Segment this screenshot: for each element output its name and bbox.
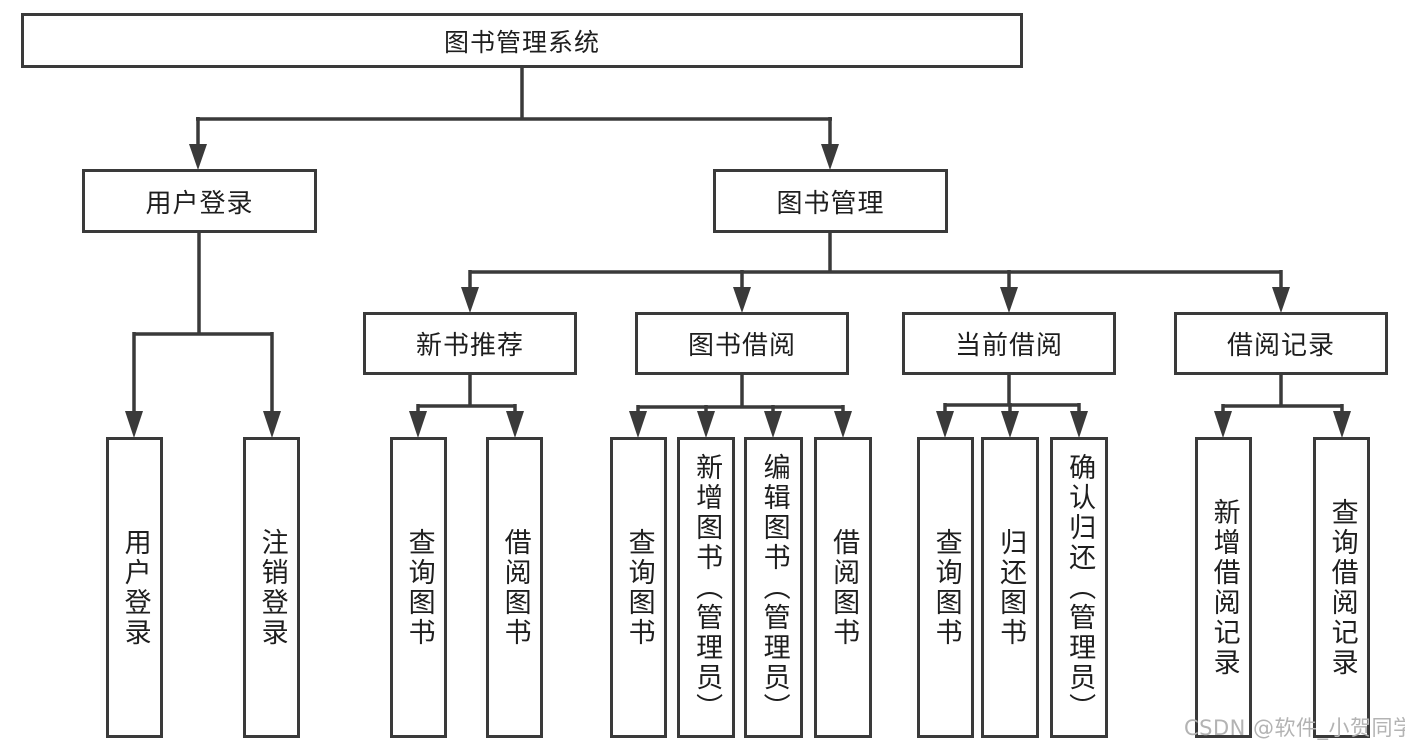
node-label: 查询图书 bbox=[403, 527, 435, 648]
leaf-return-books: 归还图书 bbox=[981, 437, 1039, 738]
node-label: 图书管理系统 bbox=[443, 27, 600, 57]
leaf-query-books-3: 查询图书 bbox=[917, 437, 974, 738]
leaf-confirm-return-admin: 确认归还（管理员） bbox=[1050, 437, 1108, 738]
node-label: 编辑图书（管理员） bbox=[758, 452, 790, 723]
leaf-edit-books-admin: 编辑图书（管理员） bbox=[744, 437, 803, 738]
leaf-add-borrow-record: 新增借阅记录 bbox=[1195, 437, 1252, 738]
node-borrowing-records: 借阅记录 bbox=[1174, 312, 1388, 375]
node-label: 借阅图书 bbox=[828, 527, 860, 648]
node-label: 新增借阅记录 bbox=[1208, 497, 1240, 678]
node-book-management: 图书管理 bbox=[713, 169, 948, 233]
node-library-management-system: 图书管理系统 bbox=[21, 13, 1023, 68]
csdn-watermark: CSDN @软件_小贺同学 bbox=[1184, 716, 1405, 740]
leaf-borrow-books-1: 借阅图书 bbox=[486, 437, 543, 738]
node-label: 注销登录 bbox=[256, 527, 288, 648]
node-label: 当前借阅 bbox=[954, 331, 1063, 361]
node-label: 查询图书 bbox=[930, 527, 962, 648]
node-new-book-recommend: 新书推荐 bbox=[363, 312, 577, 375]
node-book-borrowing: 图书借阅 bbox=[635, 312, 849, 375]
node-label: 图书借阅 bbox=[687, 331, 796, 361]
node-label: 查询借阅记录 bbox=[1326, 497, 1358, 678]
node-current-borrowing: 当前借阅 bbox=[902, 312, 1116, 375]
leaf-query-borrow-record: 查询借阅记录 bbox=[1313, 437, 1370, 738]
node-label: 查询图书 bbox=[623, 527, 655, 648]
node-label: 新增图书（管理员） bbox=[691, 452, 723, 723]
leaf-query-books-1: 查询图书 bbox=[390, 437, 447, 738]
node-label: 新书推荐 bbox=[415, 331, 524, 361]
node-label: 图书管理 bbox=[776, 188, 885, 219]
node-label: 借阅图书 bbox=[499, 527, 531, 648]
node-label: 确认归还（管理员） bbox=[1064, 452, 1096, 723]
node-label: 用户登录 bbox=[145, 188, 254, 219]
leaf-borrow-books-2: 借阅图书 bbox=[814, 437, 872, 738]
leaf-user-login: 用户登录 bbox=[106, 437, 163, 738]
node-label: 借阅记录 bbox=[1226, 331, 1335, 361]
node-label: 用户登录 bbox=[119, 527, 151, 648]
leaf-logout-login: 注销登录 bbox=[243, 437, 300, 738]
leaf-add-books-admin: 新增图书（管理员） bbox=[677, 437, 735, 738]
leaf-query-books-2: 查询图书 bbox=[610, 437, 667, 738]
node-user-login: 用户登录 bbox=[82, 169, 317, 233]
node-label: 归还图书 bbox=[995, 527, 1027, 648]
